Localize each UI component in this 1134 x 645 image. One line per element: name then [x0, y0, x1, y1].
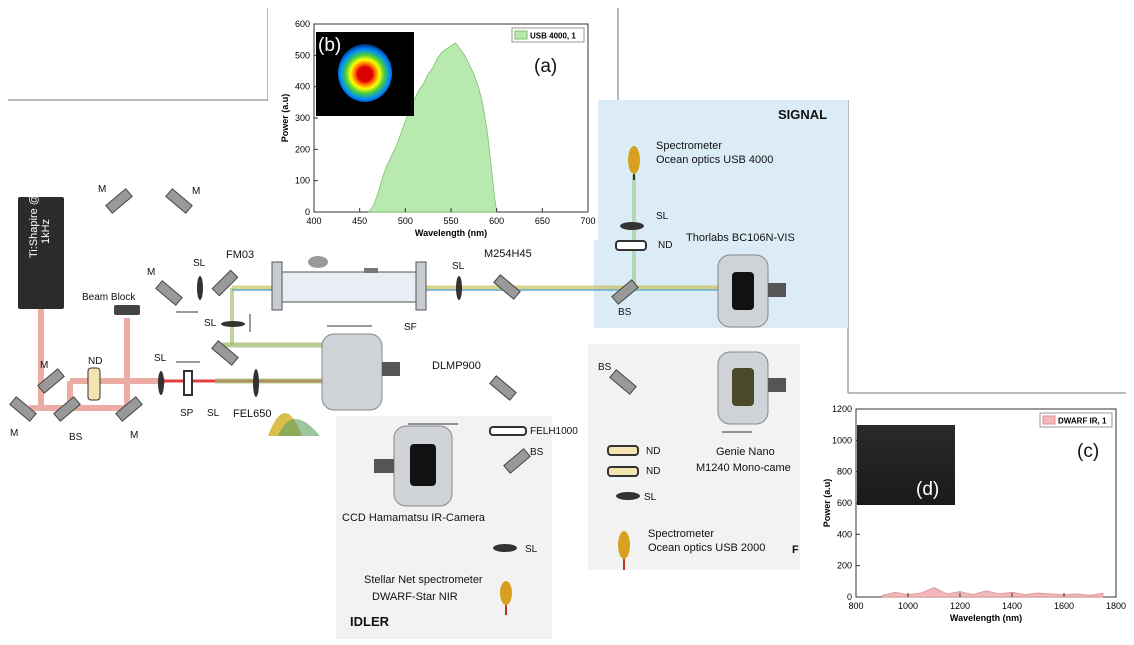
- fiber-assembly: [273, 271, 425, 303]
- camera-hamamatsu: [374, 425, 453, 507]
- tag-a: (a): [534, 56, 558, 77]
- x-axis-label: Wavelength (nm): [950, 613, 1022, 623]
- legend-swatch: [1042, 415, 1056, 425]
- sl-label: SL: [656, 211, 669, 222]
- laser-label: Ti:Shapire @800: [28, 175, 40, 258]
- y-tick-label: 600: [837, 498, 852, 508]
- x-tick-label: 1200: [950, 601, 970, 611]
- dlmp900-label: DLMP900: [432, 360, 481, 372]
- nd-label: ND: [88, 356, 103, 367]
- bs-label: BS: [69, 432, 83, 443]
- y-tick-label: 0: [305, 207, 310, 217]
- x-tick-label: 450: [352, 216, 367, 226]
- x-tick-label: 700: [580, 216, 595, 226]
- sl-label: SL: [525, 544, 538, 555]
- bs-label: BS: [598, 362, 612, 373]
- y-tick-label: 100: [295, 176, 310, 186]
- x-tick-label: 800: [848, 601, 863, 611]
- idler-title: IDLER: [350, 614, 389, 629]
- sf-label: SF: [404, 322, 417, 333]
- fel650-label: FEL650: [233, 408, 272, 420]
- y-axis-label: Power (a.u): [822, 479, 832, 528]
- camera-image-inset: [857, 425, 955, 505]
- y-tick-label: 200: [295, 144, 310, 154]
- y-tick-label: 200: [837, 561, 852, 571]
- signal-title: SIGNAL: [778, 107, 828, 122]
- x-tick-label: 1800: [1106, 601, 1126, 611]
- sl-label: SL: [193, 258, 206, 269]
- sl-label: SL: [452, 261, 465, 272]
- y-axis-label: Power (a.u): [280, 94, 290, 143]
- legend-label: USB 4000, 1: [530, 32, 576, 41]
- bs-label: BS: [618, 307, 632, 318]
- nd-label: ND: [646, 466, 661, 477]
- sp-label: SP: [180, 408, 194, 419]
- mirror-label: M: [147, 267, 156, 278]
- genie-label-2: M1240 Mono-came: [696, 462, 791, 474]
- x-tick-label: 400: [306, 216, 321, 226]
- stellar-label-1: Stellar Net spectrometer: [364, 574, 483, 586]
- mirror-label: M: [98, 184, 107, 195]
- beam-block: [114, 305, 140, 315]
- nd-label: ND: [658, 240, 673, 251]
- mirror-label: M: [10, 428, 19, 439]
- legend-label: DWARF IR, 1: [1058, 417, 1107, 426]
- x-tick-label: 1600: [1054, 601, 1074, 611]
- beam-profile-inset: [316, 32, 414, 116]
- tag-b: (b): [318, 35, 342, 56]
- fm03-label: FM03: [226, 249, 255, 261]
- usb4000-label-1: Spectrometer: [656, 140, 723, 152]
- x-tick-label: 1400: [1002, 601, 1022, 611]
- tag-c: (c): [1077, 441, 1100, 462]
- bs-label: BS: [530, 447, 544, 458]
- sl-label: SL: [207, 408, 220, 419]
- felh1000-label: FELH1000: [530, 426, 578, 437]
- tag-d: (d): [916, 479, 940, 500]
- sl-label: SL: [154, 353, 167, 364]
- x-tick-label: 1000: [898, 601, 918, 611]
- x-tick-label: 650: [535, 216, 550, 226]
- legend-box: [511, 27, 585, 43]
- usb2000-label-2: Ocean optics USB 2000: [648, 542, 766, 554]
- sl-label: SL: [644, 492, 657, 503]
- x-tick-label: 500: [398, 216, 413, 226]
- genie-label-1: Genie Nano: [716, 446, 775, 458]
- y-tick-label: 1000: [832, 435, 852, 445]
- mirror-label: M: [130, 430, 139, 441]
- y-tick-label: 0: [847, 592, 852, 602]
- m254h45-label: M254H45: [484, 248, 532, 260]
- nd-label: ND: [646, 446, 661, 457]
- y-tick-label: 400: [295, 82, 310, 92]
- camera-genie: [717, 351, 786, 425]
- y-tick-label: 400: [837, 529, 852, 539]
- x-axis-label: Wavelength (nm): [415, 228, 487, 238]
- sl-label: SL: [204, 318, 217, 329]
- legend-swatch: [514, 30, 528, 40]
- usb4000-label-2: Ocean optics USB 4000: [656, 154, 774, 166]
- thorlabs-label: Thorlabs BC106N-VIS: [686, 232, 795, 244]
- x-tick-label: 550: [443, 216, 458, 226]
- camera-thorlabs: [717, 254, 786, 328]
- y-tick-label: 500: [295, 50, 310, 60]
- y-tick-label: 1200: [832, 404, 852, 414]
- ccd-label: CCD Hamamatsu IR-Camera: [342, 512, 486, 524]
- legend-box: [1039, 412, 1113, 428]
- compressor-stage: [321, 333, 400, 411]
- stellar-label-2: DWARF-Star NIR: [372, 591, 458, 603]
- mirror-label: M: [192, 186, 201, 197]
- laser-rate-label: 1kHz: [40, 218, 52, 244]
- series-area: [881, 587, 1104, 598]
- y-tick-label: 600: [295, 19, 310, 29]
- laser-box: [18, 197, 64, 309]
- usb2000-label-1: Spectrometer: [648, 528, 715, 540]
- beam-block-label: Beam Block: [82, 292, 136, 303]
- y-tick-label: 800: [837, 467, 852, 477]
- mirror-label: M: [40, 360, 49, 371]
- y-tick-label: 300: [295, 113, 310, 123]
- x-tick-label: 600: [489, 216, 504, 226]
- cut-letter: F: [792, 544, 799, 556]
- series-area: [368, 42, 498, 213]
